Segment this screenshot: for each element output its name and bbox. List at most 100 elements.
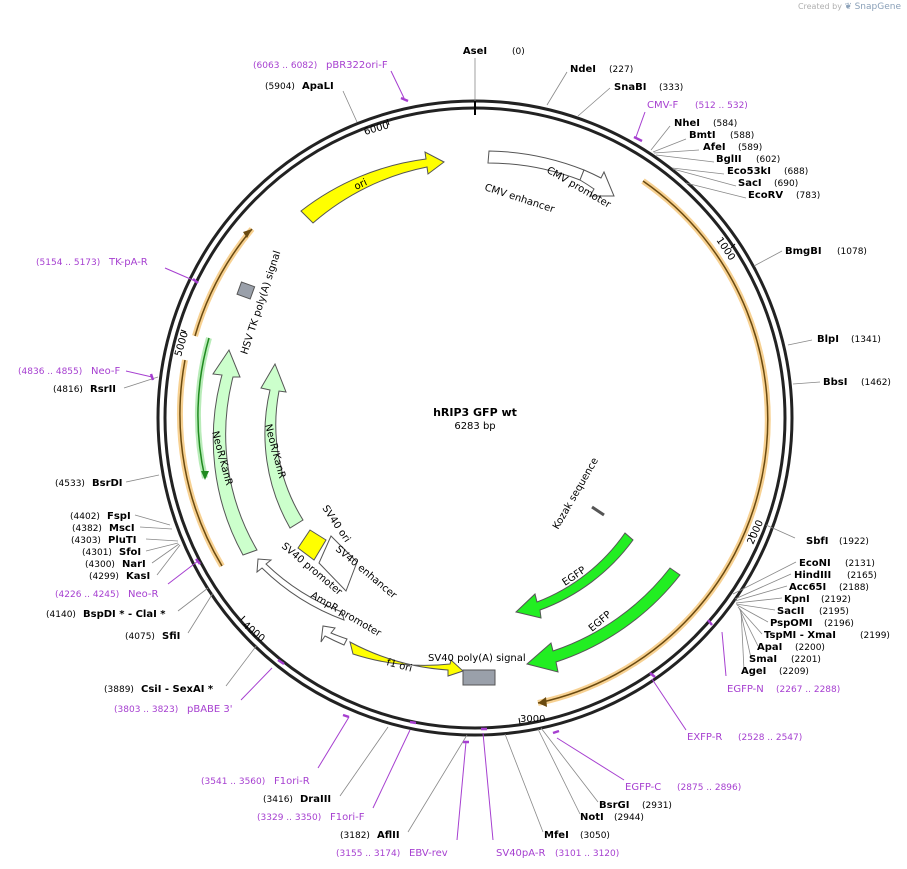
feature-ori[interactable]: [300, 151, 445, 224]
site-sfii[interactable]: SfiI: [162, 631, 180, 642]
primer-exfp-r[interactable]: EXFP-R: [687, 732, 722, 743]
feature-neor-kanr-outer[interactable]: [212, 348, 258, 556]
primer-tk-pa-r-range: (5154 .. 5173): [36, 258, 100, 268]
feature-label-f1-ori: f1 ori: [385, 657, 413, 674]
site-kpni-pos: (2192): [821, 595, 851, 605]
site-kpni[interactable]: KpnI: [784, 594, 810, 605]
site-agei[interactable]: AgeI: [741, 666, 766, 677]
site-nari-pos: (4300): [85, 560, 115, 570]
site-mfei[interactable]: MfeI: [544, 830, 569, 841]
primer-sv40pa-r[interactable]: SV40pA-R: [496, 848, 545, 859]
site-afei-pos: (589): [738, 143, 762, 153]
site-rsrii-pos: (4816): [53, 385, 83, 395]
site-kasi[interactable]: KasI: [126, 571, 150, 582]
feature-egfp-inner[interactable]: [514, 532, 634, 619]
site-draiii[interactable]: DraIII: [300, 794, 331, 805]
site-msci-pos: (4382): [72, 524, 102, 534]
site-ecorv[interactable]: EcoRV: [748, 190, 783, 201]
site-fspi[interactable]: FspI: [107, 511, 131, 522]
site-apai[interactable]: ApaI: [757, 642, 782, 653]
tick-6000: 6000: [363, 120, 390, 138]
primer-tk-pa-r[interactable]: TK-pA-R: [108, 257, 148, 268]
feature-label-ampr-promoter: AmpR promoter: [309, 590, 384, 640]
site-econi[interactable]: EcoNI: [799, 558, 831, 569]
primer-neo-f[interactable]: Neo-F: [91, 366, 121, 377]
primer-f1ori-r[interactable]: F1ori-R: [274, 776, 310, 787]
site-bbsi[interactable]: BbsI: [823, 377, 847, 388]
site-asei[interactable]: AseI: [463, 46, 487, 57]
site-sfoi[interactable]: SfoI: [119, 547, 141, 558]
site-sbfi-pos: (1922): [839, 537, 869, 547]
feature-label-kozak: Kozak sequence: [551, 456, 601, 531]
site-kasi-pos: (4299): [89, 572, 119, 582]
primer-pbr322ori-f-range: (6063 .. 6082): [253, 61, 317, 71]
site-sacii[interactable]: SacII: [777, 606, 804, 617]
feature-cmv-promoter[interactable]: [579, 169, 615, 197]
site-bmti[interactable]: BmtI: [689, 130, 716, 141]
site-hindiii[interactable]: HindIII: [794, 570, 831, 581]
site-blpi[interactable]: BlpI: [817, 334, 839, 345]
site-sbfi[interactable]: SbfI: [806, 536, 828, 547]
plasmid-name: hRIP3 GFP wt: [433, 406, 517, 419]
site-pspomi[interactable]: PspOMI: [770, 618, 812, 629]
site-afei[interactable]: AfeI: [703, 142, 726, 153]
site-csii-sexai[interactable]: CsiI - SexAI *: [141, 684, 214, 695]
orf-arc-right-head: [538, 697, 547, 707]
primer-f1ori-f[interactable]: F1ori-F: [330, 812, 365, 823]
site-hindiii-pos: (2165): [847, 571, 877, 581]
site-pluti[interactable]: PluTI: [108, 535, 136, 546]
primer-pbr322ori-f[interactable]: pBR322ori-F: [326, 60, 388, 71]
primer-egfp-n[interactable]: EGFP-N: [727, 684, 764, 695]
site-apali[interactable]: ApaLI: [302, 81, 334, 92]
feature-label-hsv-tk-polya: HSV TK poly(A) signal: [239, 250, 283, 356]
site-bglii[interactable]: BglII: [716, 154, 742, 165]
site-smai[interactable]: SmaI: [749, 654, 777, 665]
site-pluti-pos: (4303): [71, 536, 101, 546]
site-afliii[interactable]: AflII: [377, 830, 400, 841]
site-bsrgi[interactable]: BsrGI: [599, 800, 629, 811]
primer-neo-r[interactable]: Neo-R: [128, 589, 159, 600]
feature-kozak[interactable]: [591, 505, 605, 517]
site-noti-pos: (2944): [614, 813, 644, 823]
site-snabi[interactable]: SnaBI: [614, 82, 646, 93]
primer-egfp-c[interactable]: EGFP-C: [625, 782, 661, 793]
feature-f1-ori[interactable]: [349, 641, 464, 677]
primer-sv40pa-r-range: (3101 .. 3120): [555, 849, 619, 859]
site-bmti-pos: (588): [730, 131, 754, 141]
primer-ebv-rev[interactable]: EBV-rev: [409, 848, 448, 859]
feature-sv40-promoter[interactable]: [256, 558, 345, 621]
site-bglii-pos: (602): [756, 155, 780, 165]
site-bmgbi[interactable]: BmgBI: [785, 246, 822, 257]
site-tspmi-xmai[interactable]: TspMI - XmaI: [764, 630, 836, 641]
feature-neor-kanr-inner[interactable]: [260, 362, 304, 529]
site-agei-pos: (2209): [779, 667, 809, 677]
feature-ampr-promoter[interactable]: [320, 625, 348, 646]
site-leaders: [123, 58, 821, 833]
feature-sv40-enhancer[interactable]: [318, 535, 358, 592]
site-saci[interactable]: SacI: [738, 178, 762, 189]
site-eco53ki[interactable]: Eco53kI: [727, 166, 771, 177]
site-apali-pos: (5904): [265, 82, 295, 92]
primer-egfp-n-range: (2267 .. 2288): [776, 685, 840, 695]
site-ndei[interactable]: NdeI: [570, 64, 596, 75]
site-nhei[interactable]: NheI: [674, 118, 700, 129]
site-msci[interactable]: MscI: [109, 523, 135, 534]
site-noti[interactable]: NotI: [580, 812, 604, 823]
primer-pbabe3[interactable]: pBABE 3': [187, 704, 233, 715]
site-rsrii[interactable]: RsrII: [90, 384, 116, 395]
orf-arc-upperleft: [194, 228, 253, 337]
site-apai-pos: (2200): [795, 643, 825, 653]
site-bspdi-clai[interactable]: BspDI * - ClaI *: [83, 609, 166, 620]
feature-egfp-outer[interactable]: [525, 567, 681, 673]
site-saci-pos: (690): [774, 179, 798, 189]
primer-cmv-f[interactable]: CMV-F: [647, 100, 678, 111]
site-bsrdi[interactable]: BsrDI: [92, 478, 123, 489]
feature-sv40-polya[interactable]: [462, 669, 496, 686]
site-sacii-pos: (2195): [819, 607, 849, 617]
site-nari[interactable]: NarI: [122, 559, 146, 570]
site-sfii-pos: (4075): [125, 632, 155, 642]
feature-label-cmv-enhancer: CMV enhancer: [483, 182, 556, 215]
site-acc65i[interactable]: Acc65I: [789, 582, 826, 593]
feature-hsv-tk-polya[interactable]: [236, 281, 256, 300]
feature-sv40-ori[interactable]: [297, 529, 327, 561]
